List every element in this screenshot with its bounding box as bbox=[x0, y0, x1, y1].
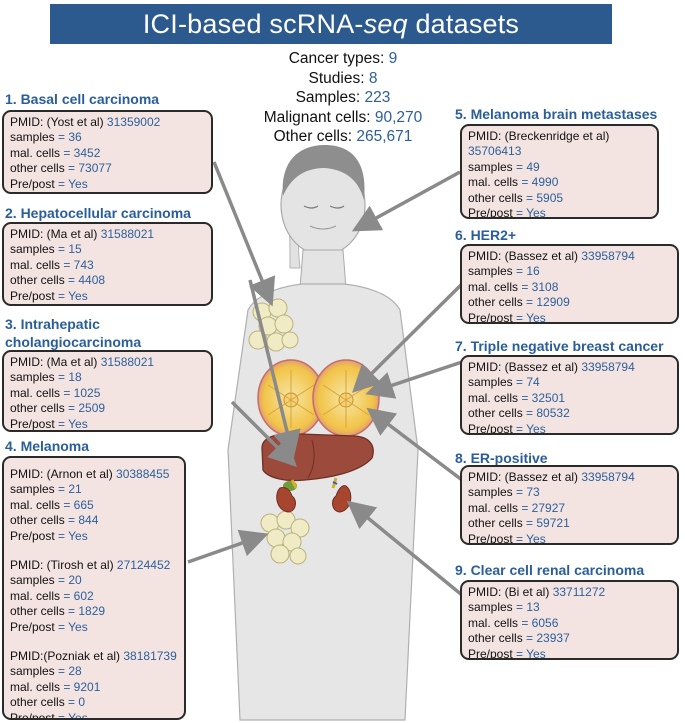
dataset-title-cholangiocarcinoma: 3. Intrahepatic cholangiocarcinoma bbox=[5, 316, 142, 350]
adipose-tissue-lower-icon bbox=[260, 510, 310, 565]
torso bbox=[227, 283, 419, 721]
hair bbox=[282, 145, 365, 200]
summary-other-cells: Other cells: 265,671 bbox=[273, 128, 413, 145]
dataset-box-ccrcc: PMID: (Bi et al) 33711272 samples = 13 m… bbox=[460, 580, 679, 660]
dataset-title-er-positive: 8. ER-positive bbox=[455, 450, 548, 466]
dataset-box-her2: PMID: (Bassez et al) 33958794 samples = … bbox=[460, 244, 679, 324]
summary-stats: Cancer types: 9 Studies: 8 Samples: 223 … bbox=[200, 49, 486, 147]
dataset-title-her2: 6. HER2+ bbox=[455, 227, 517, 243]
summary-malignant-cells: Malignant cells: 90,270 bbox=[263, 108, 423, 126]
neck bbox=[299, 249, 347, 289]
dataset-title-melanoma: 4. Melanoma bbox=[5, 438, 90, 454]
breast-right-icon bbox=[312, 359, 380, 437]
dataset-box-cholangiocarcinoma: PMID: (Ma et al) 31588021 samples = 18 m… bbox=[2, 350, 213, 432]
summary-cancer-types: Cancer types: 9 bbox=[288, 50, 398, 67]
dataset-box-basal-cell: PMID: (Yost et al) 31359002 samples = 36… bbox=[2, 110, 213, 194]
summary-studies: Studies: 8 bbox=[308, 69, 378, 87]
summary-samples: Samples: 223 bbox=[295, 89, 391, 106]
connector-arrows bbox=[187, 161, 470, 597]
dataset-box-melanoma: PMID: (Arnon et al) 30388455 samples = 2… bbox=[2, 456, 186, 720]
dataset-title-hepatocellular: 2. Hepatocellular carcinoma bbox=[5, 205, 191, 221]
dataset-title-melanoma-brain: 5. Melanoma brain metastases bbox=[455, 106, 658, 122]
page-title: ICI-based scRNA-seq datasets bbox=[50, 4, 612, 44]
dataset-box-hepatocellular: PMID: (Ma et al) 31588021 samples = 15 m… bbox=[2, 222, 213, 306]
dataset-box-melanoma-brain: PMID: (Breckenridge et al) 35706413 samp… bbox=[460, 124, 659, 219]
human-body bbox=[227, 145, 419, 721]
dataset-title-basal-cell: 1. Basal cell carcinoma bbox=[5, 91, 160, 107]
dataset-box-er-positive: PMID: (Bassez et al) 33958794 samples = … bbox=[460, 465, 679, 545]
dataset-box-tnbc: PMID: (Bassez et al) 33958794 samples = … bbox=[460, 355, 679, 435]
dataset-title-ccrcc: 9. Clear cell renal carcinoma bbox=[455, 562, 645, 578]
kidney-icon bbox=[276, 477, 352, 513]
dataset-title-tnbc: 7. Triple negative breast cancer bbox=[455, 338, 664, 354]
